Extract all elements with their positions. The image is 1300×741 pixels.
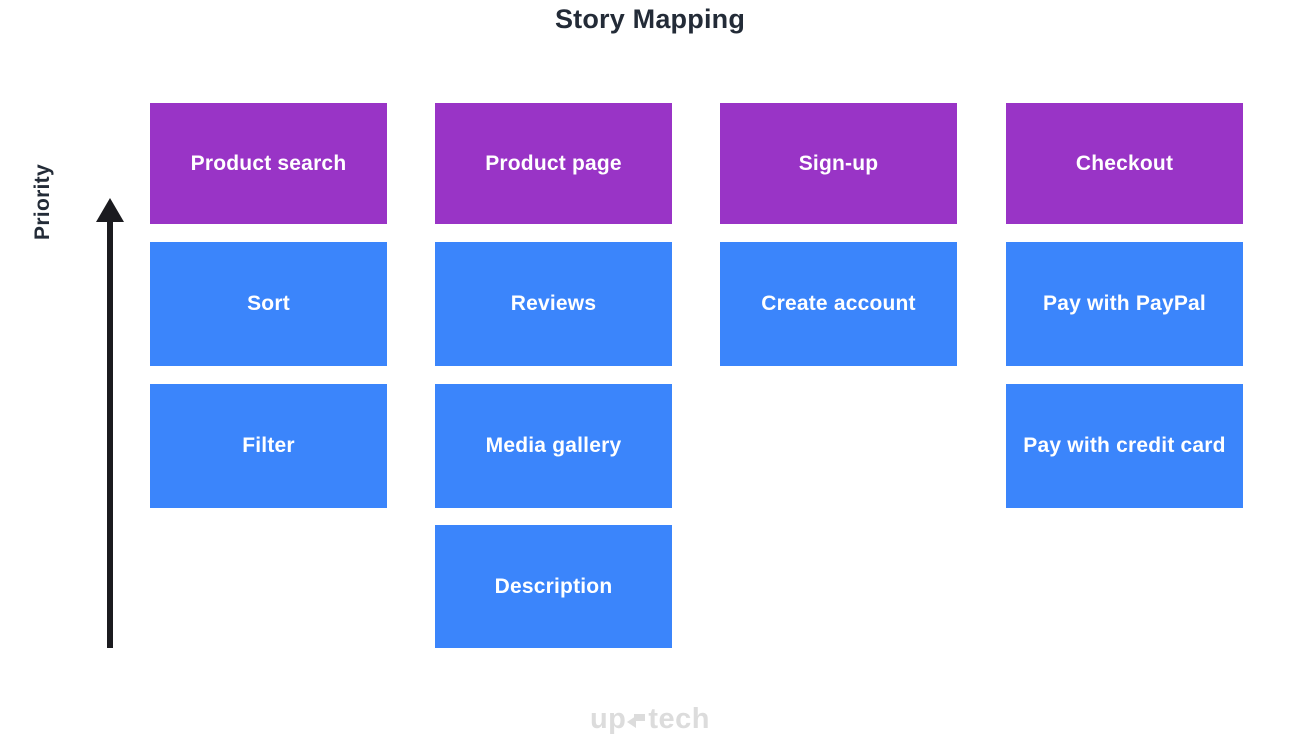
page-title: Story Mapping (554, 4, 746, 34)
axis-shaft (107, 216, 113, 648)
story-card-product-search-0[interactable]: Product search (150, 103, 387, 224)
story-card-sign-up-0[interactable]: Sign-up (720, 103, 957, 224)
story-card-product-page-1[interactable]: Reviews (435, 242, 672, 366)
story-card-checkout-1[interactable]: Pay with PayPal (1006, 242, 1243, 366)
story-card-product-search-2[interactable]: Filter (150, 384, 387, 508)
arrow-mark-icon (627, 713, 647, 728)
story-card-product-search-1[interactable]: Sort (150, 242, 387, 366)
watermark-prefix: up (589, 703, 627, 735)
priority-axis (40, 190, 150, 660)
story-card-product-page-0[interactable]: Product page (435, 103, 672, 224)
story-card-sign-up-1[interactable]: Create account (720, 242, 957, 366)
watermark-suffix: tech (648, 703, 711, 735)
story-card-product-page-2[interactable]: Media gallery (435, 384, 672, 508)
story-card-checkout-2[interactable]: Pay with credit card (1006, 384, 1243, 508)
story-card-checkout-0[interactable]: Checkout (1006, 103, 1243, 224)
story-card-product-page-3[interactable]: Description (435, 525, 672, 648)
